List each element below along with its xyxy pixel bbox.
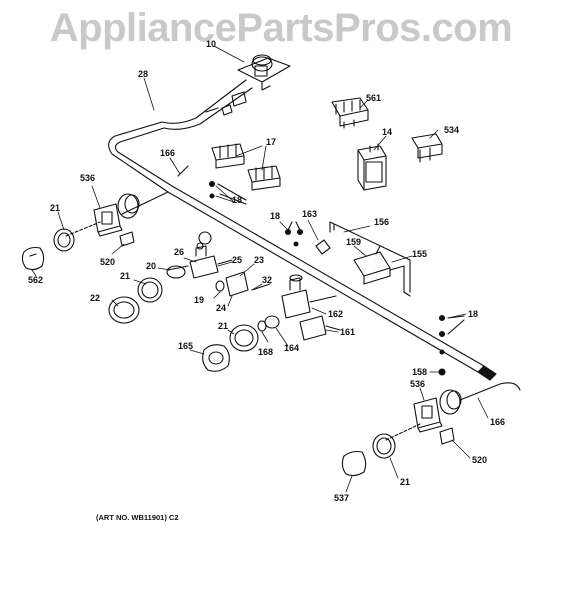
callout-17: 17 — [266, 137, 277, 147]
callout-166-upper: 166 — [160, 148, 176, 158]
callout-25: 25 — [232, 255, 243, 265]
thermostat-assembly — [315, 221, 411, 297]
callout-21-mid: 21 — [120, 271, 131, 281]
callout-156: 156 — [374, 217, 390, 227]
callout-162: 162 — [328, 309, 344, 319]
callout-537: 537 — [334, 493, 350, 503]
terminal-534 — [411, 133, 443, 163]
callout-14: 14 — [382, 127, 393, 137]
callout-164: 164 — [284, 343, 300, 353]
screws-18-upper — [208, 180, 247, 205]
screws-18-right — [438, 314, 465, 376]
callout-520-left: 520 — [100, 257, 116, 267]
callout-165: 165 — [178, 341, 194, 351]
callout-520-right: 520 — [472, 455, 488, 465]
valve-assembly-left — [166, 231, 271, 297]
callout-21-right: 21 — [400, 477, 411, 487]
callout-18-mid: 18 — [270, 211, 281, 221]
knob-22 — [108, 277, 163, 324]
callout-18-right: 18 — [468, 309, 479, 319]
callout-21-left: 21 — [50, 203, 61, 213]
regulator — [237, 54, 291, 91]
callout-22: 22 — [90, 293, 101, 303]
callout-163: 163 — [302, 209, 318, 219]
terminal-block-561 — [331, 97, 369, 129]
valve-assembly-right — [202, 274, 341, 372]
callout-159: 159 — [346, 237, 362, 247]
callout-24: 24 — [216, 303, 227, 313]
callout-32: 32 — [262, 275, 273, 285]
callout-18-upper: 18 — [232, 195, 243, 205]
callout-28: 28 — [138, 69, 149, 79]
screws-18-mid — [284, 221, 304, 247]
right-control-set — [341, 382, 521, 477]
manifold-pipe — [108, 79, 497, 381]
callout-161: 161 — [340, 327, 356, 337]
callout-158: 158 — [412, 367, 428, 377]
callout-561: 561 — [366, 93, 382, 103]
callout-19: 19 — [194, 295, 205, 305]
callout-168: 168 — [258, 347, 274, 357]
callout-562: 562 — [28, 275, 44, 285]
callout-534: 534 — [444, 125, 460, 135]
manifold-fittings — [205, 91, 247, 116]
left-control-set — [21, 191, 169, 271]
tube-166-upper — [177, 165, 189, 177]
module-14 — [357, 143, 387, 191]
switch-block-17b — [247, 165, 281, 191]
callout-21-center: 21 — [218, 321, 229, 331]
callout-536-right: 536 — [410, 379, 426, 389]
switch-block-17a — [211, 143, 245, 169]
callout-26: 26 — [174, 247, 185, 257]
callout-166-lower: 166 — [490, 417, 506, 427]
callout-20: 20 — [146, 261, 157, 271]
callout-10: 10 — [206, 39, 217, 49]
callout-155: 155 — [412, 249, 428, 259]
art-number: (ART NO. WB11901) C2 — [96, 513, 179, 522]
callout-23: 23 — [254, 255, 265, 265]
callout-536-left: 536 — [80, 173, 96, 183]
leader-lines — [31, 45, 489, 493]
